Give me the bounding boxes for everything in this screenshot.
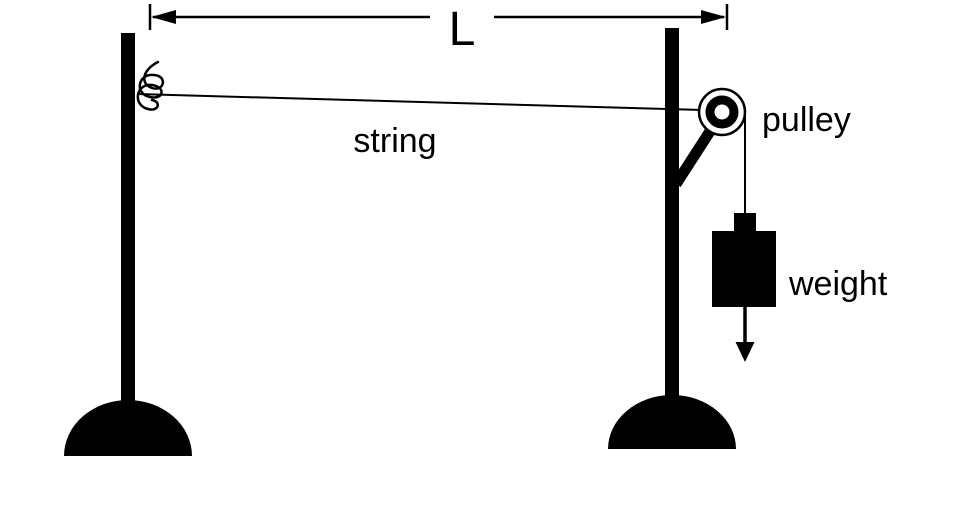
dimension-arrowhead-left xyxy=(151,10,176,24)
string-knot xyxy=(136,60,164,111)
string-assembly xyxy=(136,60,704,111)
weight-label: weight xyxy=(788,265,888,303)
left-stand-base xyxy=(64,400,192,456)
weight-body xyxy=(712,231,776,307)
weight-knob xyxy=(734,213,756,233)
right-stand-pole xyxy=(665,28,679,420)
pulley-assembly xyxy=(671,87,747,187)
pulley-hub-ring xyxy=(705,95,739,129)
dimension-line xyxy=(148,4,729,30)
string-line xyxy=(136,93,704,111)
string-label: string xyxy=(353,122,436,160)
force-arrow-head xyxy=(735,342,755,362)
right-stand xyxy=(608,28,736,449)
pulley-label: pulley xyxy=(762,101,851,139)
right-stand-base xyxy=(608,395,736,449)
weight-assembly xyxy=(712,112,776,362)
left-stand-pole xyxy=(121,33,135,423)
left-stand xyxy=(64,33,192,456)
dimension-arrowhead-right xyxy=(701,10,726,24)
length-label: L xyxy=(449,3,476,56)
